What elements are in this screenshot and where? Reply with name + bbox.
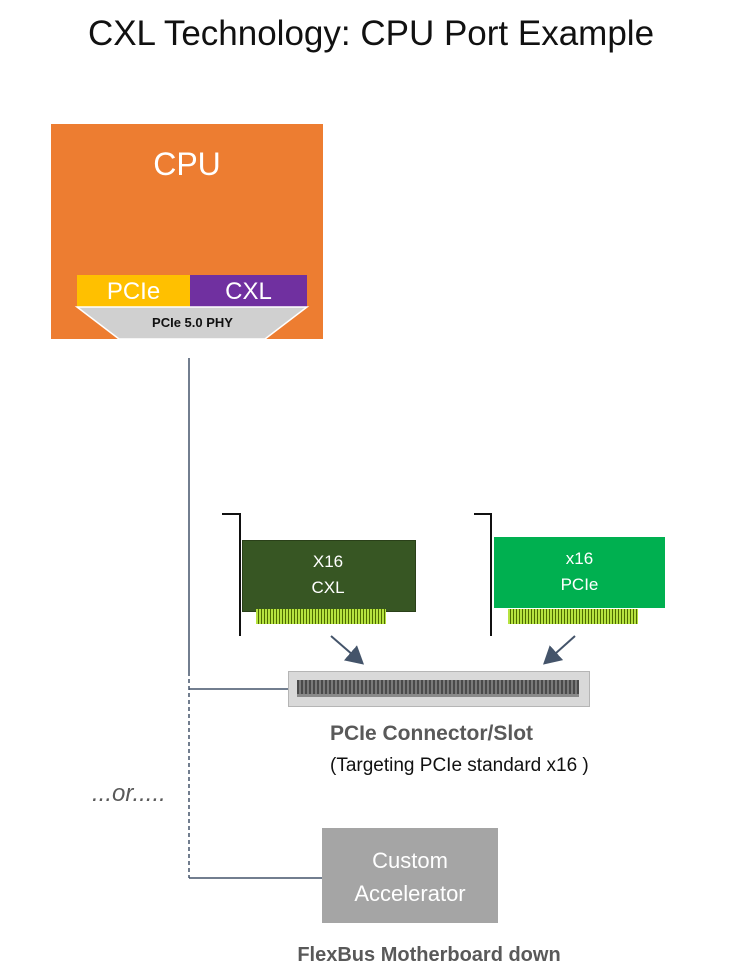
connector-subtitle: (Targeting PCIe standard x16 ) xyxy=(330,755,589,776)
pcie-protocol-block: PCIe xyxy=(77,275,190,307)
cxl-card-arrow xyxy=(330,635,365,665)
accelerator-line2: Accelerator xyxy=(354,881,466,906)
diagram-title: CXL Technology: CPU Port Example xyxy=(87,14,655,53)
slot-contacts xyxy=(297,680,579,697)
pcie-card-bracket xyxy=(474,513,492,636)
connector-title: PCIe Connector/Slot xyxy=(330,722,534,745)
cxl-card-line2: CXL xyxy=(311,578,345,597)
phy-trapezoid xyxy=(74,306,310,340)
accelerator-line1: Custom xyxy=(372,848,448,873)
pcie-card xyxy=(494,537,665,608)
cxl-protocol-block: CXL xyxy=(190,275,307,307)
phy-label: PCIe 5.0 PHY xyxy=(152,315,233,330)
cpu-label: CPU xyxy=(153,146,221,182)
cxl-card-pins xyxy=(256,609,386,624)
pcie-card-arrow xyxy=(543,635,576,665)
cxl-card-bracket xyxy=(222,513,241,636)
custom-accelerator-block xyxy=(322,828,498,923)
pcie-card-pins xyxy=(508,609,638,624)
cxl-card-label: X16 CXL xyxy=(242,549,414,601)
cxl-card-line1: X16 xyxy=(312,552,344,571)
pcie-card-line1: x16 xyxy=(565,549,594,568)
pcie-card-label: x16 PCIe xyxy=(494,546,665,598)
pcie-card-line2: PCIe xyxy=(560,575,599,594)
custom-accelerator-label: Custom Accelerator xyxy=(322,844,498,910)
or-label: ...or..... xyxy=(92,780,166,807)
flexbus-label: FlexBus Motherboard down xyxy=(297,944,561,966)
